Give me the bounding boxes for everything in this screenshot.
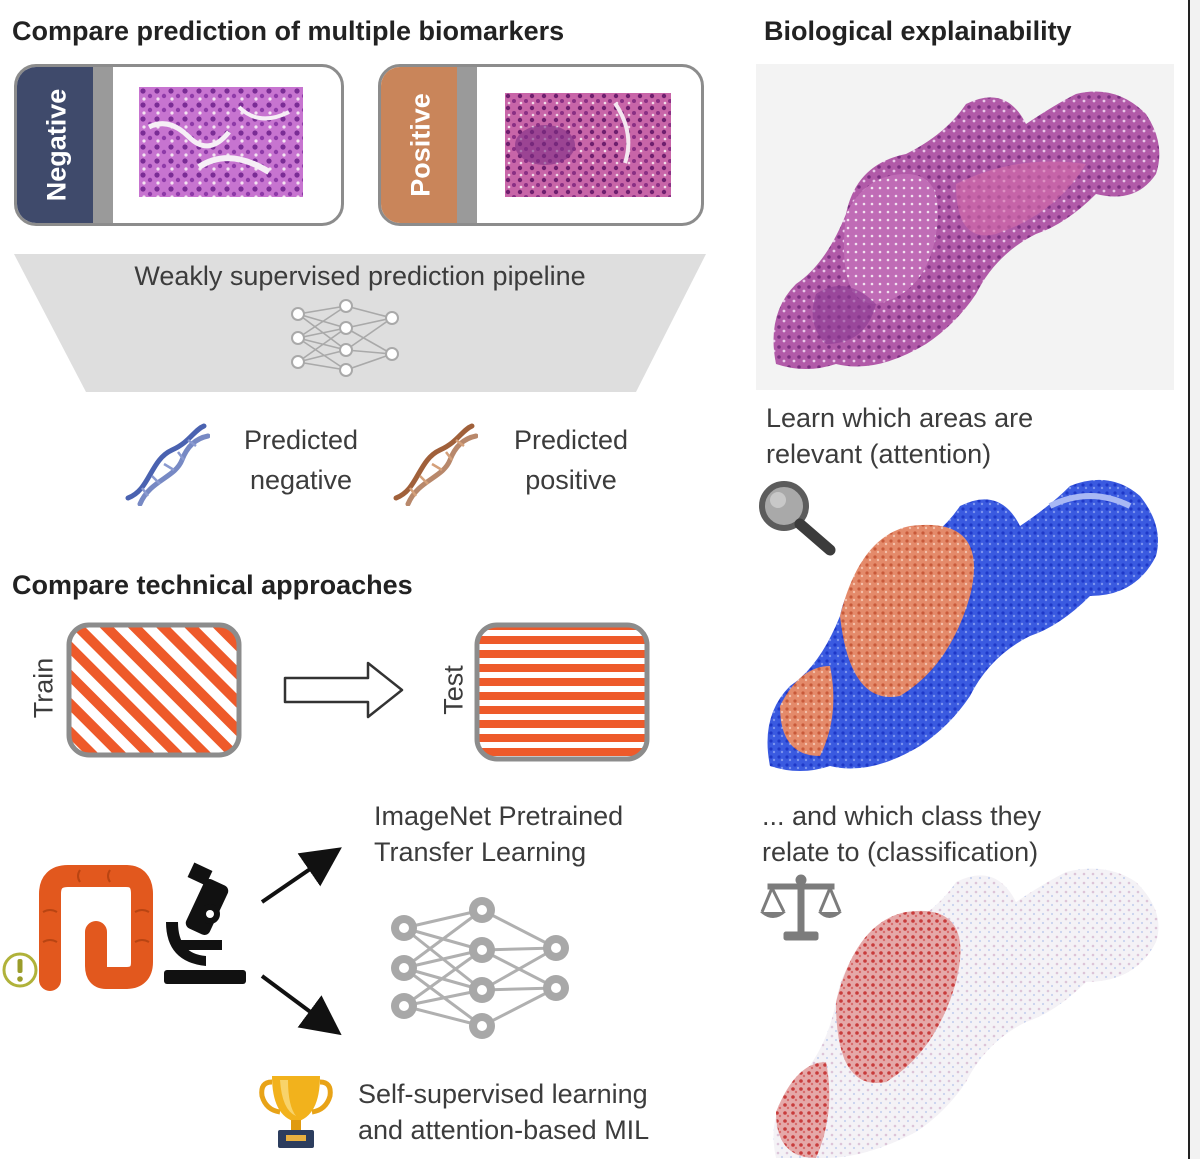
branch-arrows xyxy=(260,847,342,1036)
magnifier-icon xyxy=(759,481,836,556)
neural-network-icon xyxy=(391,897,569,1039)
colon-icon xyxy=(39,865,153,991)
scale-icon xyxy=(760,874,842,941)
test-data-box xyxy=(474,622,650,762)
attention-heatmap xyxy=(767,479,1158,771)
negative-tab: Negative xyxy=(17,67,113,223)
arrow-right-icon xyxy=(283,661,404,719)
dna-icon xyxy=(125,423,210,506)
he-tissue-image xyxy=(756,64,1174,390)
dna-icon xyxy=(393,423,478,506)
negative-tissue-image xyxy=(139,87,303,197)
train-data-box xyxy=(66,622,242,758)
negative-label: Negative xyxy=(41,88,72,202)
predicted-positive-label: Predicted positive xyxy=(513,425,629,495)
test-label: Test xyxy=(438,665,469,715)
imagenet-label: ImageNet Pretrained Transfer Learning xyxy=(374,801,624,867)
ssl-label: Self-supervised learning and attention-b… xyxy=(358,1079,650,1145)
classification-description: ... and which class they relate to (clas… xyxy=(762,801,1042,867)
frame-edge xyxy=(1188,0,1200,1159)
neural-network-icon xyxy=(291,299,399,377)
positive-label: Positive xyxy=(405,93,436,197)
warning-icon xyxy=(2,952,38,988)
pipeline-funnel xyxy=(14,254,706,392)
negative-card: Negative xyxy=(14,64,344,226)
section-title-technical: Compare technical approaches xyxy=(12,570,413,600)
positive-tab: Positive xyxy=(381,67,477,223)
section-title-biomarkers: Compare prediction of multiple biomarker… xyxy=(12,16,565,46)
section-title-explainability: Biological explainability xyxy=(764,16,1072,46)
positive-card: Positive xyxy=(378,64,704,226)
attention-description: Learn which areas are relevant (attentio… xyxy=(766,403,1034,469)
predicted-negative-label: Predicted negative xyxy=(243,425,359,495)
microscope-icon xyxy=(164,862,246,984)
train-label: Train xyxy=(28,657,59,719)
positive-tissue-image xyxy=(505,93,671,197)
trophy-icon xyxy=(259,1076,333,1148)
classification-heatmap xyxy=(773,868,1159,1158)
pipeline-label: Weakly supervised prediction pipeline xyxy=(134,261,586,291)
